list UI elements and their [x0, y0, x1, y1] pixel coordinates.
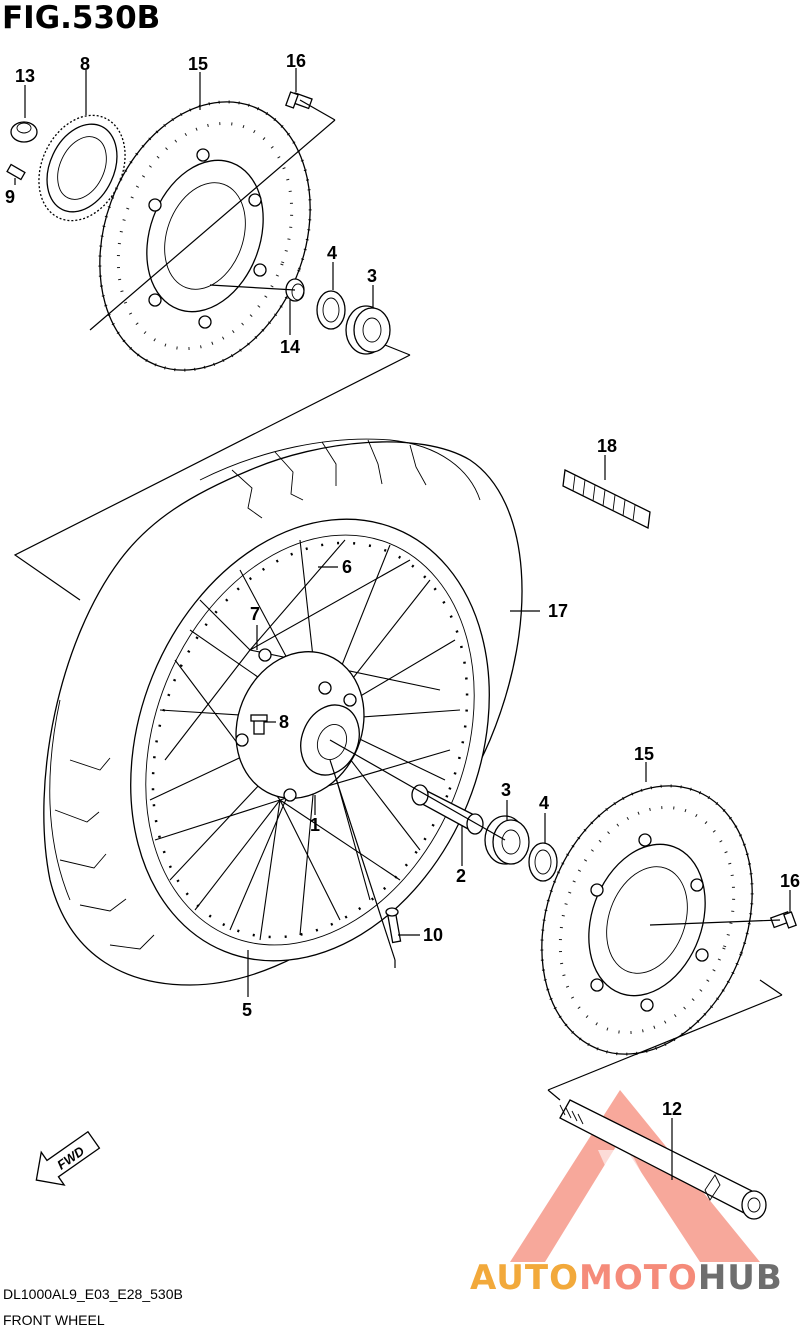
bearing-3-lower — [484, 815, 530, 865]
callout-2: 2 — [456, 866, 466, 886]
callout-15-upper: 15 — [188, 54, 208, 74]
callout-4-upper: 4 — [327, 243, 337, 263]
seal-4-lower — [528, 842, 558, 882]
watermark-part2: MOTO — [578, 1258, 698, 1298]
callout-6: 6 — [342, 557, 352, 577]
bolt-16-lower — [769, 911, 797, 929]
callout-16-lower: 16 — [780, 871, 800, 891]
hub-1 — [235, 648, 365, 802]
assembly-lines — [13, 99, 783, 1101]
callout-18: 18 — [597, 436, 617, 456]
callout-3-upper: 3 — [367, 266, 377, 286]
callout-12: 12 — [662, 1099, 682, 1119]
callout-5: 5 — [242, 1000, 252, 1020]
brake-disc-upper — [98, 100, 312, 372]
axle-12 — [559, 1099, 767, 1220]
callout-11: 10 — [423, 925, 443, 945]
watermark-part3: HUB — [697, 1258, 783, 1298]
screw-10 — [6, 163, 26, 181]
callout-16-upper: 16 — [286, 51, 306, 71]
screw-8 — [250, 714, 268, 735]
leader-lines — [14, 68, 791, 1180]
callout-8: 8 — [279, 712, 289, 732]
watermark-text: AUTOMOTOHUB — [470, 1258, 783, 1298]
nut-13 — [10, 121, 38, 143]
abs-sensor-ring — [38, 114, 126, 222]
callout-1: 1 — [310, 815, 320, 835]
balance-weight-18 — [562, 469, 651, 529]
bolt-16-upper — [285, 91, 313, 110]
fwd-arrow-icon: FWD — [35, 1130, 101, 1186]
callout-13: 13 — [15, 66, 35, 86]
callout-14: 14 — [280, 337, 300, 357]
callout-7: 7 — [250, 604, 260, 624]
callout-numbers: 13 8 15 16 9 4 3 14 18 6 17 7 8 1 15 3 4… — [5, 51, 800, 1119]
callout-15-lower: 15 — [634, 744, 654, 764]
bearing-3-upper — [345, 305, 391, 355]
model-code: DL1000AL9_E03_E28_530B — [3, 1286, 183, 1302]
figure-title: FIG.530B — [2, 0, 161, 36]
valve-11 — [385, 907, 402, 944]
callout-10: 9 — [5, 187, 15, 207]
seal-4-upper — [316, 290, 346, 330]
callout-3-lower: 3 — [501, 780, 511, 800]
brake-disc-lower — [540, 784, 754, 1056]
watermark-part1: AUTO — [470, 1258, 579, 1298]
figure-caption: FRONT WHEEL — [3, 1312, 105, 1328]
watermark-logo-icon — [510, 1090, 760, 1262]
callout-9: 8 — [80, 54, 90, 74]
callout-17: 17 — [548, 601, 568, 621]
callout-4-lower: 4 — [539, 793, 549, 813]
spacer-2 — [411, 784, 484, 835]
